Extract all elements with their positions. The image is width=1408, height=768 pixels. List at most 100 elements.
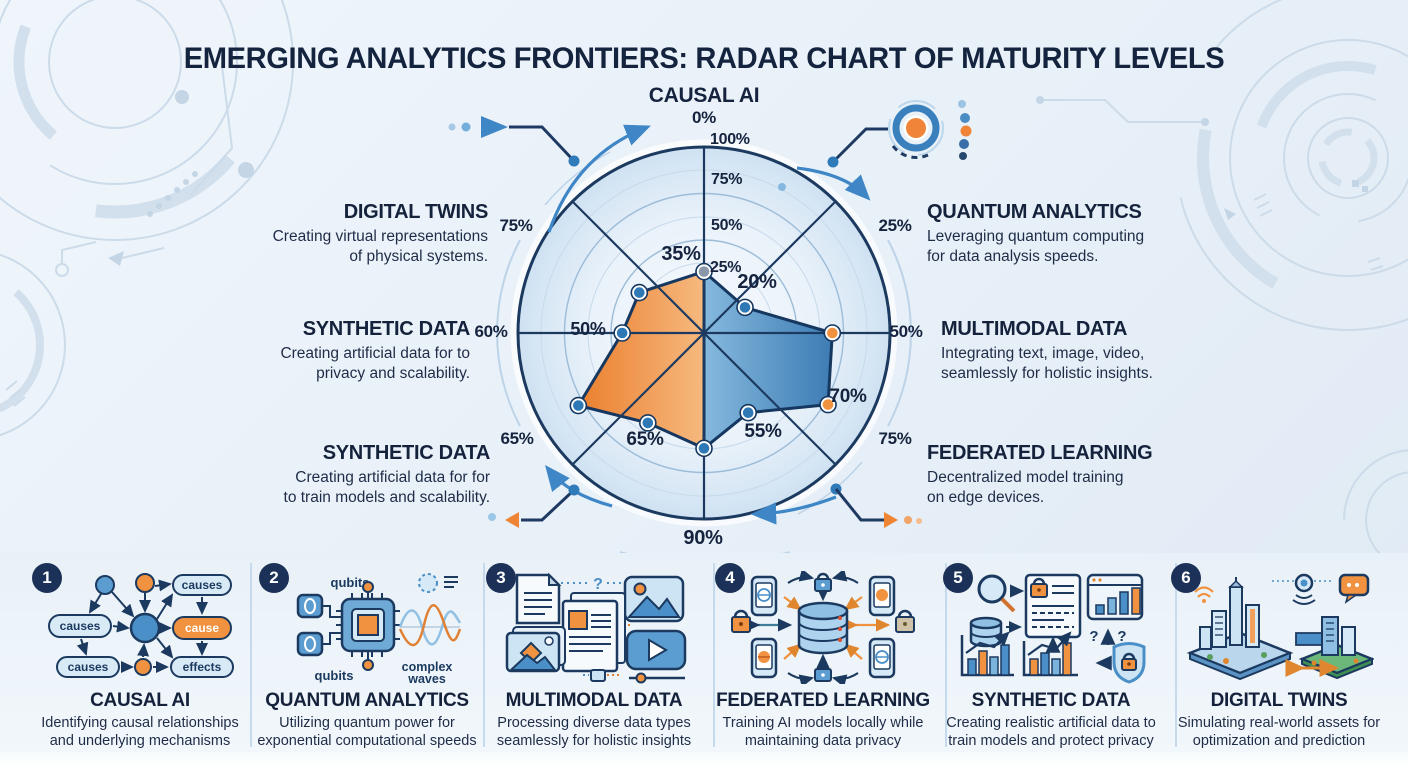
svg-text:causes: causes xyxy=(60,619,101,633)
side-desc: Creating artificial data for for to trai… xyxy=(283,469,490,506)
radar-point xyxy=(742,407,754,419)
panel-quantum-analytics: 2 qubits qubits complex waves xyxy=(245,560,489,752)
wifi-icon xyxy=(1194,586,1214,603)
question-mark: ? xyxy=(1089,628,1098,645)
panel-divider xyxy=(483,563,485,747)
category-causal-ai: CAUSAL AI xyxy=(648,84,760,107)
radar-series-left-half-orange xyxy=(576,270,706,450)
causal-graph-icon: causes causes cause causes effects xyxy=(48,573,234,678)
radar-outer-faint-arcs xyxy=(496,151,912,563)
right-callout-connector xyxy=(827,100,972,168)
qubit-nodes xyxy=(296,593,324,657)
panel-title: QUANTUM ANALYTICS xyxy=(265,690,469,711)
spoke-label-left: 60% xyxy=(474,322,508,341)
right-arrow-icon xyxy=(884,512,898,528)
bar-chart-left xyxy=(960,631,1014,677)
side-title: DIGITAL TWINS xyxy=(343,201,489,223)
city-platform-left xyxy=(1186,577,1294,681)
photos-icon xyxy=(505,626,566,673)
circuit-lines-top-right xyxy=(1036,96,1209,126)
qubits-label: qubits xyxy=(315,668,354,683)
side-label-quantum-analytics: QUANTUM ANALYTICS Leveraging quantum com… xyxy=(927,201,1199,266)
radar-point xyxy=(739,302,751,313)
hub-node xyxy=(129,612,161,644)
side-desc: Creating artificial data for to privacy … xyxy=(280,345,470,382)
pill-labels: causes causes cause causes effects xyxy=(48,574,234,678)
bar-chart-center xyxy=(1022,631,1078,677)
svg-text:complex: complex xyxy=(402,660,453,674)
question-mark: ? xyxy=(593,576,603,593)
qubits-label: qubits xyxy=(331,575,370,590)
radar-point xyxy=(698,443,710,454)
side-label-multimodal-data: MULTIMODAL DATA Integrating text, image,… xyxy=(941,318,1213,383)
spoke-label-lower-right: 75% xyxy=(878,429,912,448)
node-dot xyxy=(827,156,839,168)
radar-point xyxy=(573,400,584,411)
document-icon xyxy=(515,572,562,625)
video-icon xyxy=(625,629,687,684)
database-small-icon xyxy=(969,616,1003,648)
spoke-label-right: 50% xyxy=(889,322,923,341)
panel-title: SYNTHETIC DATA xyxy=(971,690,1131,711)
dot xyxy=(448,123,456,131)
panel-title: MULTIMODAL DATA xyxy=(505,690,683,711)
ring-tick-75: 75% xyxy=(711,171,743,188)
side-label-synthetic-data-lower: SYNTHETIC DATA Creating artificial data … xyxy=(228,442,491,507)
node xyxy=(135,573,155,593)
spoke-label-bottom: 90% xyxy=(683,527,723,549)
number-badge: 6 xyxy=(1171,563,1201,593)
number-badge: 3 xyxy=(486,563,516,593)
left-arrow-icon xyxy=(505,512,519,528)
panel-title: CAUSAL AI xyxy=(90,690,190,711)
phone-icons xyxy=(750,575,896,679)
spoke-label-upper-right: 25% xyxy=(878,216,912,235)
number-badge: 4 xyxy=(715,563,745,593)
side-label-synthetic-data-left: SYNTHETIC DATA Creating artificial data … xyxy=(210,318,470,383)
value-label-55: 55% xyxy=(744,421,782,442)
spoke-label-upper-left: 75% xyxy=(499,216,533,235)
panel-title: DIGITAL TWINS xyxy=(1210,690,1348,711)
digital-twins-icon xyxy=(1186,573,1374,681)
sphere-glyph xyxy=(418,573,438,593)
chart-window-icon xyxy=(1086,573,1144,621)
node-dot xyxy=(830,483,842,495)
report-stack-icon xyxy=(561,592,626,673)
quantum-chip-icon: qubits qubits complex waves xyxy=(296,573,462,684)
side-desc: Decentralized model training on edge dev… xyxy=(927,469,1124,506)
value-label-50-left: 50% xyxy=(570,319,606,339)
question-mark: ? xyxy=(1117,628,1126,645)
side-title: FEDERATED LEARNING xyxy=(927,442,1153,464)
panel-desc: Simulating real-world assets for optimiz… xyxy=(1177,715,1381,749)
side-desc: Leveraging quantum computing for data an… xyxy=(927,228,1145,265)
chip-glyph xyxy=(583,669,619,682)
shield-lock-icon xyxy=(1112,642,1146,684)
svg-text:effects: effects xyxy=(183,660,222,674)
panel-synthetic-data: 5 xyxy=(929,560,1173,752)
svg-text:cause: cause xyxy=(185,621,219,635)
database-icon xyxy=(797,601,849,655)
value-label-65: 65% xyxy=(626,429,664,450)
spoke-label-top: 0% xyxy=(692,108,716,127)
wave-blue xyxy=(398,609,462,646)
side-label-digital-twins: DIGITAL TWINS Creating virtual represent… xyxy=(226,201,489,266)
panel-federated-learning: 4 xyxy=(701,560,945,752)
number-badge: 2 xyxy=(259,563,289,593)
arrow-bottom xyxy=(750,495,837,525)
panel-desc: Utilizing quantum power for exponential … xyxy=(257,715,477,749)
radar-point xyxy=(634,287,645,298)
value-label-20: 20% xyxy=(737,271,777,293)
radar-data-polygons xyxy=(576,270,834,450)
bottom-white-strip xyxy=(0,752,1408,768)
node-dot xyxy=(568,155,580,167)
node xyxy=(134,658,152,676)
number-badge: 1 xyxy=(32,563,62,593)
svg-text:causes: causes xyxy=(182,578,223,592)
sensor-icon xyxy=(1272,573,1334,605)
spoke-label-lower-left: 65% xyxy=(500,429,534,448)
arrow-right xyxy=(796,166,871,201)
dot-column xyxy=(958,100,972,160)
wave-orange xyxy=(398,604,462,647)
panel-causal-ai: 1 c xyxy=(18,560,262,752)
node-dot xyxy=(568,484,580,496)
side-label-federated-learning: FEDERATED LEARNING Decentralized model t… xyxy=(927,442,1199,507)
